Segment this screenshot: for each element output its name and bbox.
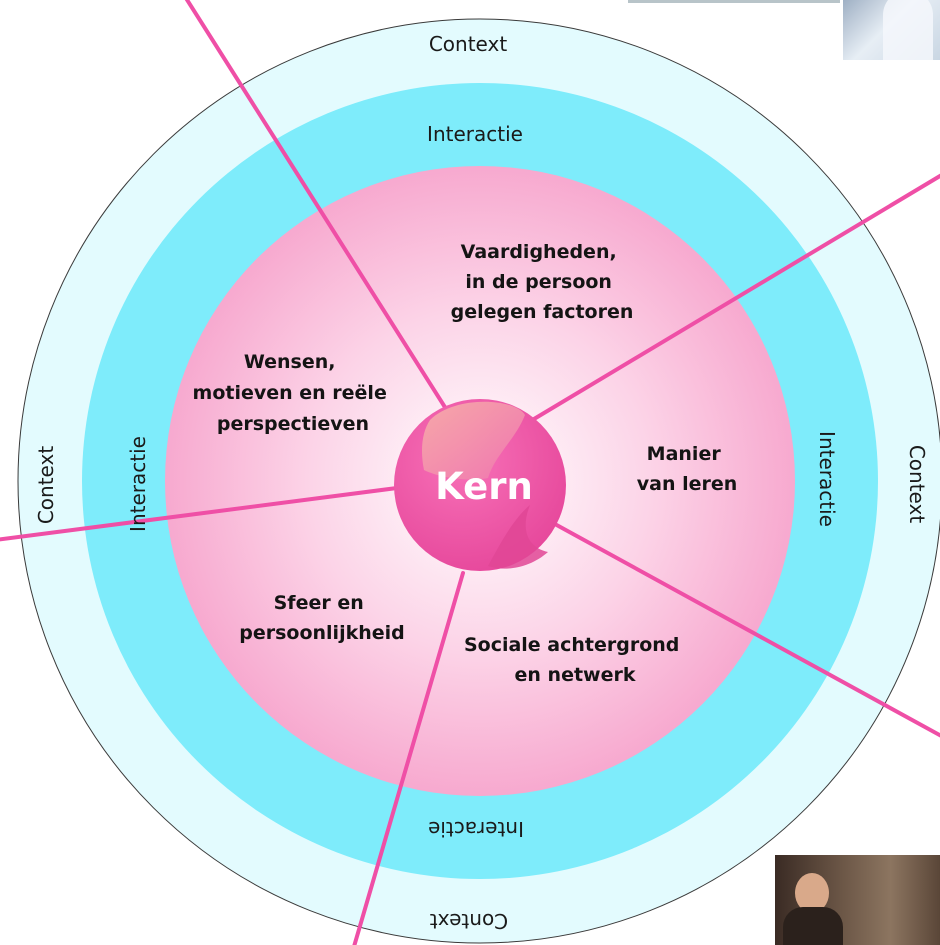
segment-label-learning-style: Manier van leren — [637, 443, 738, 495]
core-swirl-shape-lower — [488, 505, 548, 569]
divider-line-bottom — [352, 571, 465, 945]
segment-label-wishes-line-2: motieven en reële — [193, 382, 387, 404]
photo-fragment-top-strip — [628, 0, 840, 3]
context-label-top: Context — [429, 32, 508, 56]
divider-line-top-left — [184, 0, 450, 414]
context-label-left: Context — [34, 446, 58, 525]
segment-label-personality-line-2: persoonlijkheid — [239, 622, 405, 644]
segment-label-wishes-line-1: Wensen, — [244, 351, 336, 373]
interaction-label-bottom: Interactie — [428, 817, 524, 841]
photo-fragment-top-right — [843, 0, 940, 60]
core-swirl-shape — [422, 401, 525, 480]
segment-label-skills-line-2: in de persoon — [465, 271, 612, 293]
photo-person-shape — [795, 873, 829, 913]
divider-line-lower-right — [551, 521, 940, 738]
segment-label-wishes: Wensen, motieven en reële perspectieven — [193, 351, 394, 435]
interaction-label-top: Interactie — [427, 122, 523, 146]
photo-fragment-bottom-right — [775, 855, 940, 945]
segment-label-skills-line-1: Vaardigheden, — [461, 241, 617, 263]
segment-label-personality: Sfeer en persoonlijkheid — [239, 592, 405, 644]
segment-label-learning-style-line-2: van leren — [637, 473, 738, 495]
segment-label-personality-line-1: Sfeer en — [274, 592, 364, 614]
context-label-right: Context — [905, 445, 929, 524]
divider-line-upper-right — [532, 173, 940, 421]
divider-line-left — [0, 486, 399, 542]
core-label: Kern — [435, 465, 533, 508]
segment-label-skills: Vaardigheden, in de persoon gelegen fact… — [451, 241, 634, 323]
photo-body-shape — [783, 907, 843, 945]
interaction-label-left: Interactie — [126, 436, 150, 532]
core: Kern — [394, 399, 566, 571]
segment-label-social-background-line-1: Sociale achtergrond — [464, 634, 679, 656]
segment-label-skills-line-3: gelegen factoren — [451, 301, 634, 323]
segment-label-learning-style-line-1: Manier — [647, 443, 722, 465]
context-label-bottom: Context — [430, 909, 509, 933]
segment-label-wishes-line-3: perspectieven — [217, 413, 369, 435]
segment-label-social-background: Sociale achtergrond en netwerk — [464, 634, 686, 686]
segment-label-social-background-line-2: en netwerk — [515, 664, 636, 686]
interaction-label-right: Interactie — [815, 431, 839, 527]
photo-figure-shape — [883, 0, 933, 60]
